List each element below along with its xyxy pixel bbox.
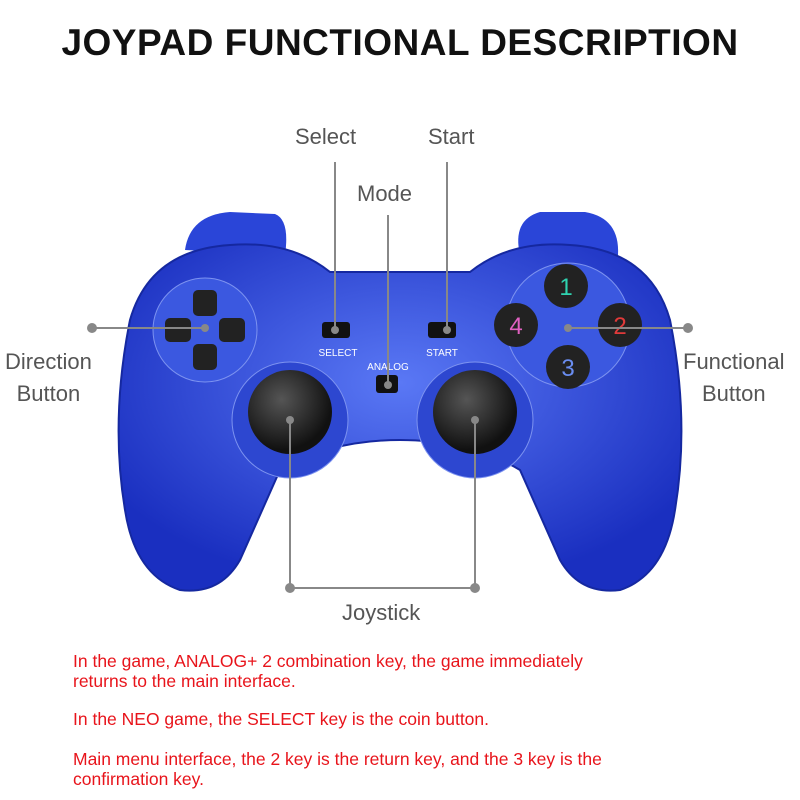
label-direction: Direction Button (5, 346, 92, 410)
label-joystick: Joystick (342, 600, 421, 625)
page-title: JOYPAD FUNCTIONAL DESCRIPTION (61, 22, 739, 63)
note-line: confirmation key. (73, 769, 204, 789)
callout-lines (92, 162, 688, 589)
note-2: In the NEO game, the SELECT key is the c… (73, 709, 489, 729)
note-3: Main menu interface, the 2 key is the re… (73, 749, 602, 789)
start-button (428, 322, 456, 338)
label-line: Button (701, 381, 766, 406)
dpad (165, 290, 245, 370)
note-line: Main menu interface, the 2 key is the re… (73, 749, 602, 769)
left-joystick (248, 370, 332, 454)
note-1: In the game, ANALOG+ 2 combination key, … (73, 651, 583, 691)
svg-text:1: 1 (559, 274, 572, 301)
label-line: Direction (5, 349, 92, 374)
face-buttons: 1 2 3 4 (494, 264, 642, 389)
svg-text:3: 3 (561, 355, 574, 382)
svg-text:SELECT: SELECT (319, 348, 358, 359)
label-select: Select (295, 124, 357, 149)
label-mode: Mode (357, 181, 413, 206)
label-line: Button (16, 381, 81, 406)
svg-text:START: START (426, 348, 458, 359)
note-line: returns to the main interface. (73, 671, 296, 691)
note-line: In the NEO game, the SELECT key is the c… (73, 709, 490, 729)
svg-text:2: 2 (613, 313, 626, 340)
label-start: Start (428, 124, 475, 149)
label-functional: Functional Button (683, 346, 785, 410)
note-line: In the game, ANALOG+ 2 combination key, … (73, 651, 583, 671)
label-line: Functional (683, 349, 785, 374)
right-joystick (433, 370, 517, 454)
svg-text:4: 4 (509, 313, 522, 340)
callout-dots (87, 323, 693, 593)
